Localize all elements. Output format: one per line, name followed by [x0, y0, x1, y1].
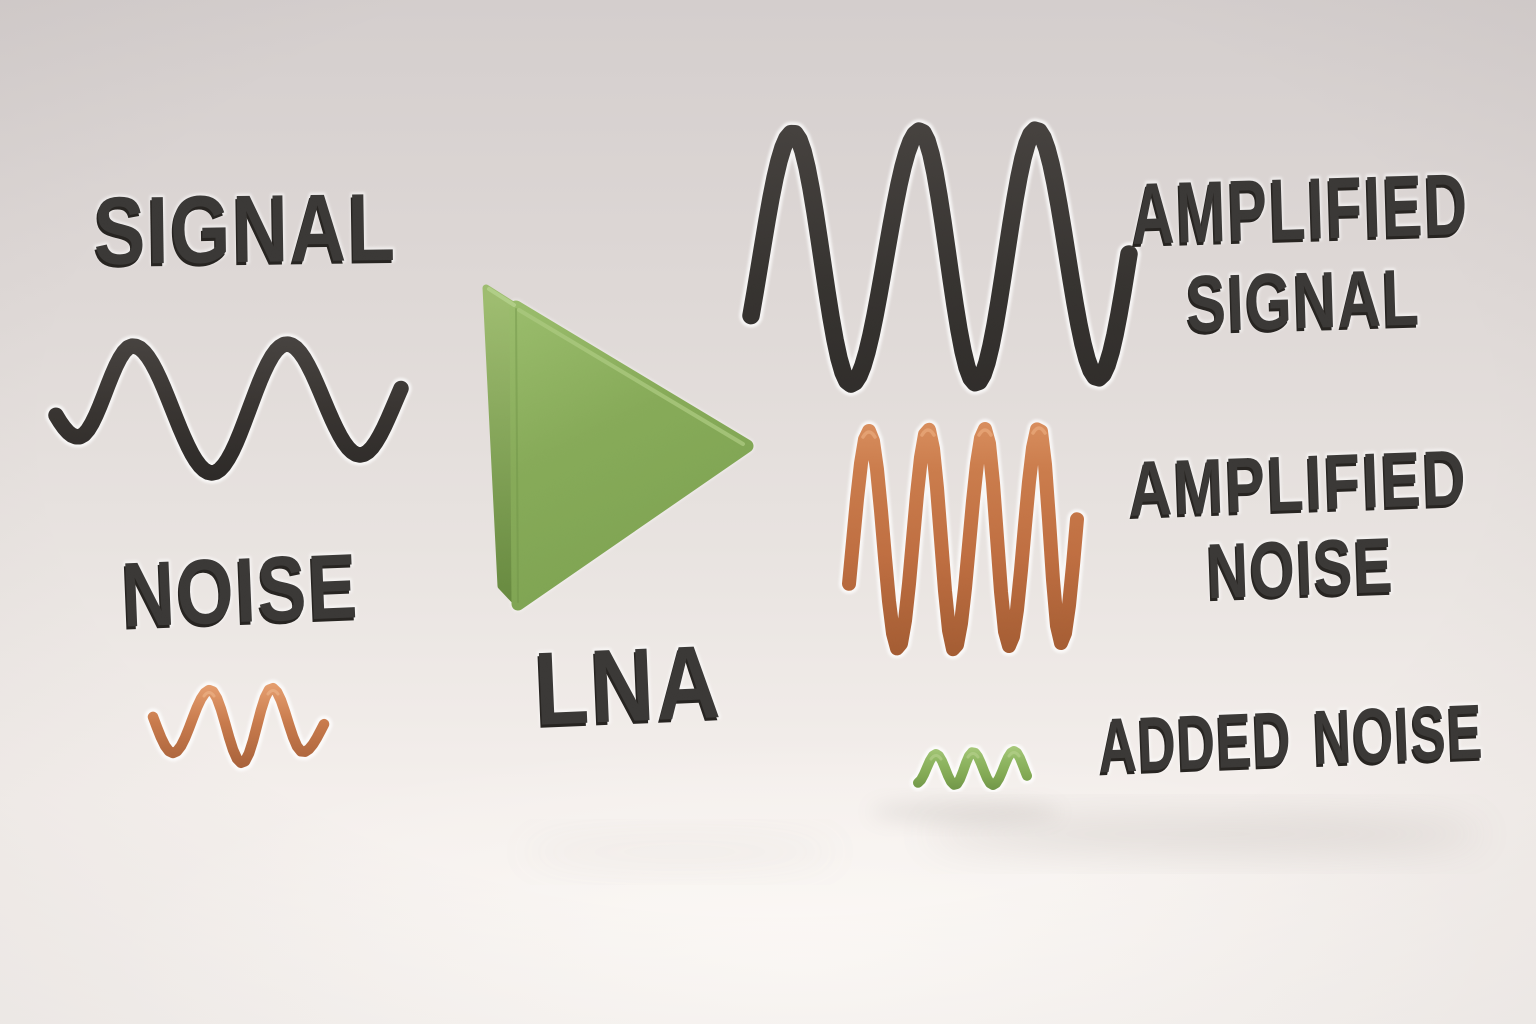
film-grain-overlay: [0, 0, 1536, 1024]
lna-diagram-scene: SIGNAL SIGNAL SIGNAL NOISE NOISE NOISE L…: [0, 0, 1536, 1024]
